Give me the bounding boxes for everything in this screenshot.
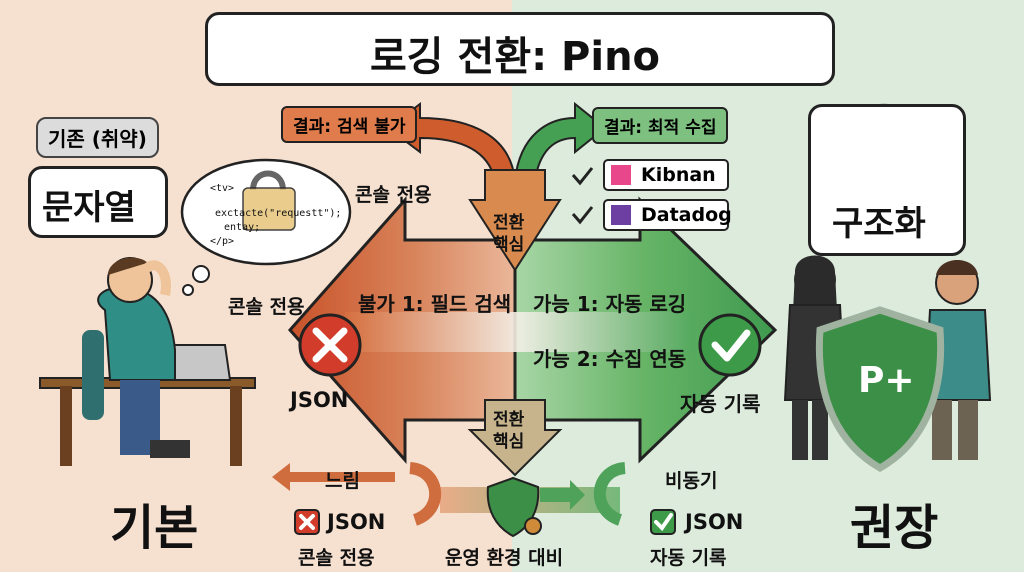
- check-circle: [698, 313, 762, 377]
- arrow-right-label-2: 가능 2: 수집 연동: [533, 347, 687, 371]
- code-line-3: entay;: [224, 222, 261, 233]
- arrow-right-label-1: 가능 1: 자동 로깅: [533, 292, 687, 316]
- check-icon-datadog: [571, 206, 594, 225]
- tool-kibnan: Kibnan: [603, 159, 729, 191]
- cloud-lock-icon: [242, 170, 296, 231]
- middle-band: [345, 312, 695, 352]
- auto-record-label: 자동 기록: [680, 392, 761, 416]
- bottom-slow: 느림: [325, 470, 360, 492]
- title-box: [205, 12, 835, 86]
- curve-arrow-right: [513, 101, 607, 181]
- kibnan-logo-icon: [611, 165, 631, 185]
- bottom-json-left: JSON: [327, 510, 386, 534]
- code-line-1: <tv>: [210, 183, 235, 194]
- gear-icon: [524, 517, 542, 535]
- core-upper-2: 핵심: [493, 235, 525, 255]
- bottom-arrow-right: [540, 480, 585, 510]
- code-line-2: exctacte("requestt");: [215, 208, 342, 219]
- left-speech-text: 문자열: [42, 188, 136, 228]
- right-speech-text: 구조화: [832, 204, 926, 244]
- bottom-swirl-left: [408, 462, 442, 526]
- frustrated-developer-illustration: [39, 257, 256, 466]
- code-line-4: </p>: [210, 236, 235, 247]
- bottom-ops-ready: 운영 환경 대비: [445, 547, 564, 569]
- shield-icon: [815, 306, 945, 473]
- console-only-left: 콘솔 전용: [228, 296, 305, 318]
- check-icon-kibnan: [571, 167, 594, 186]
- result-optimal-collection: 결과: 최적 수집: [592, 107, 729, 144]
- bottom-json-right: JSON: [685, 510, 744, 534]
- core-upper-1: 전환: [493, 213, 525, 233]
- core-arrow-top: [468, 169, 562, 272]
- left-speech-bubble: [28, 166, 168, 238]
- core-arrow-bottom: [467, 399, 563, 477]
- legacy-tag: 기존 (취약): [36, 117, 159, 158]
- bottom-console-only: 콘솔 전용: [298, 547, 375, 569]
- tool-datadog: Datadog: [603, 199, 732, 231]
- page-title: 로깅 전환: Pino: [370, 34, 661, 80]
- pino-badge-letter: P+: [858, 360, 915, 401]
- console-only-top: 콘솔 전용: [355, 184, 432, 206]
- bottom-arrow-left: [272, 463, 395, 491]
- bottom-swirl-right: [593, 462, 627, 526]
- left-footer: 기본: [110, 500, 199, 556]
- bottom-async: 비동기: [665, 470, 718, 492]
- arrow-left-label: 불가 1: 필드 검색: [358, 292, 512, 316]
- right-speech-bubble: [808, 104, 966, 256]
- core-lower-1: 전환: [493, 410, 525, 430]
- json-left-label: JSON: [290, 388, 349, 412]
- bottom-auto-record: 자동 기록: [650, 547, 727, 569]
- core-lower-2: 핵심: [493, 432, 525, 452]
- datadog-logo-icon: [611, 205, 631, 225]
- right-footer: 권장: [850, 500, 939, 556]
- result-search-unavailable: 결과: 검색 불가: [281, 106, 418, 143]
